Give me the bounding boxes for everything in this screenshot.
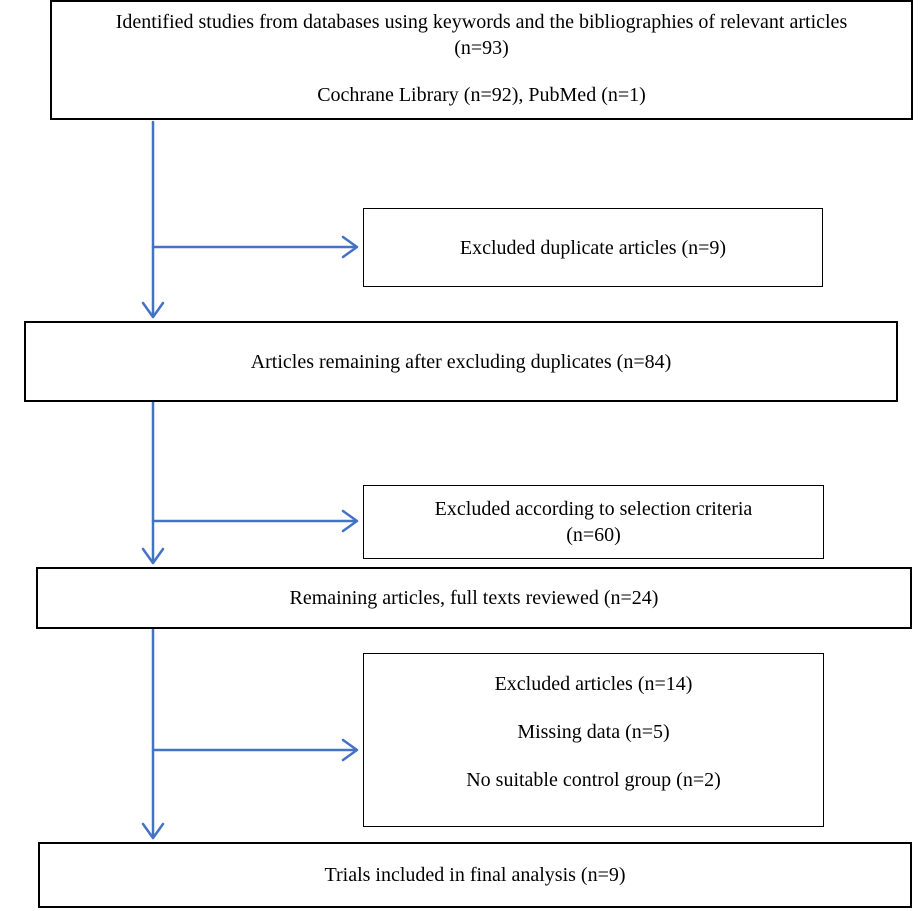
full-texts-reviewed-text: Remaining articles, full texts reviewed …: [289, 587, 659, 609]
arrowhead-right-2: [341, 509, 359, 533]
trials-included-text: Trials included in final analysis (n=9): [324, 864, 626, 886]
excluded-selection-count: (n=60): [566, 524, 621, 546]
box-excluded-duplicates: Excluded duplicate articles (n=9): [363, 208, 823, 287]
box-excluded-articles: Excluded articles (n=14) Missing data (n…: [363, 653, 824, 827]
box-identified-studies: Identified studies from databases using …: [50, 0, 913, 120]
identified-studies-text: Identified studies from databases using …: [115, 11, 848, 59]
box-excluded-selection-criteria: Excluded according to selection criteria…: [363, 485, 824, 559]
no-control-group-text: No suitable control group (n=2): [466, 769, 721, 791]
box-trials-included: Trials included in final analysis (n=9): [38, 842, 912, 908]
excluded-articles-text: Excluded articles (n=14): [494, 673, 693, 695]
arrowhead-right-1: [341, 235, 359, 259]
excluded-selection-text: Excluded according to selection criteria: [434, 498, 753, 520]
excluded-duplicates-text: Excluded duplicate articles (n=9): [459, 236, 727, 259]
remaining-after-duplicates-text: Articles remaining after excluding dupli…: [250, 350, 672, 373]
arrowhead-right-3: [341, 738, 359, 762]
box-full-texts-reviewed: Remaining articles, full texts reviewed …: [36, 567, 912, 629]
arrowhead-down-1: [141, 301, 165, 319]
identified-sources-text: Cochrane Library (n=92), PubMed (n=1): [317, 84, 646, 106]
arrowhead-down-2: [141, 547, 165, 565]
arrowhead-down-3: [141, 822, 165, 840]
box-remaining-after-duplicates: Articles remaining after excluding dupli…: [24, 321, 898, 402]
missing-data-text: Missing data (n=5): [517, 721, 670, 743]
